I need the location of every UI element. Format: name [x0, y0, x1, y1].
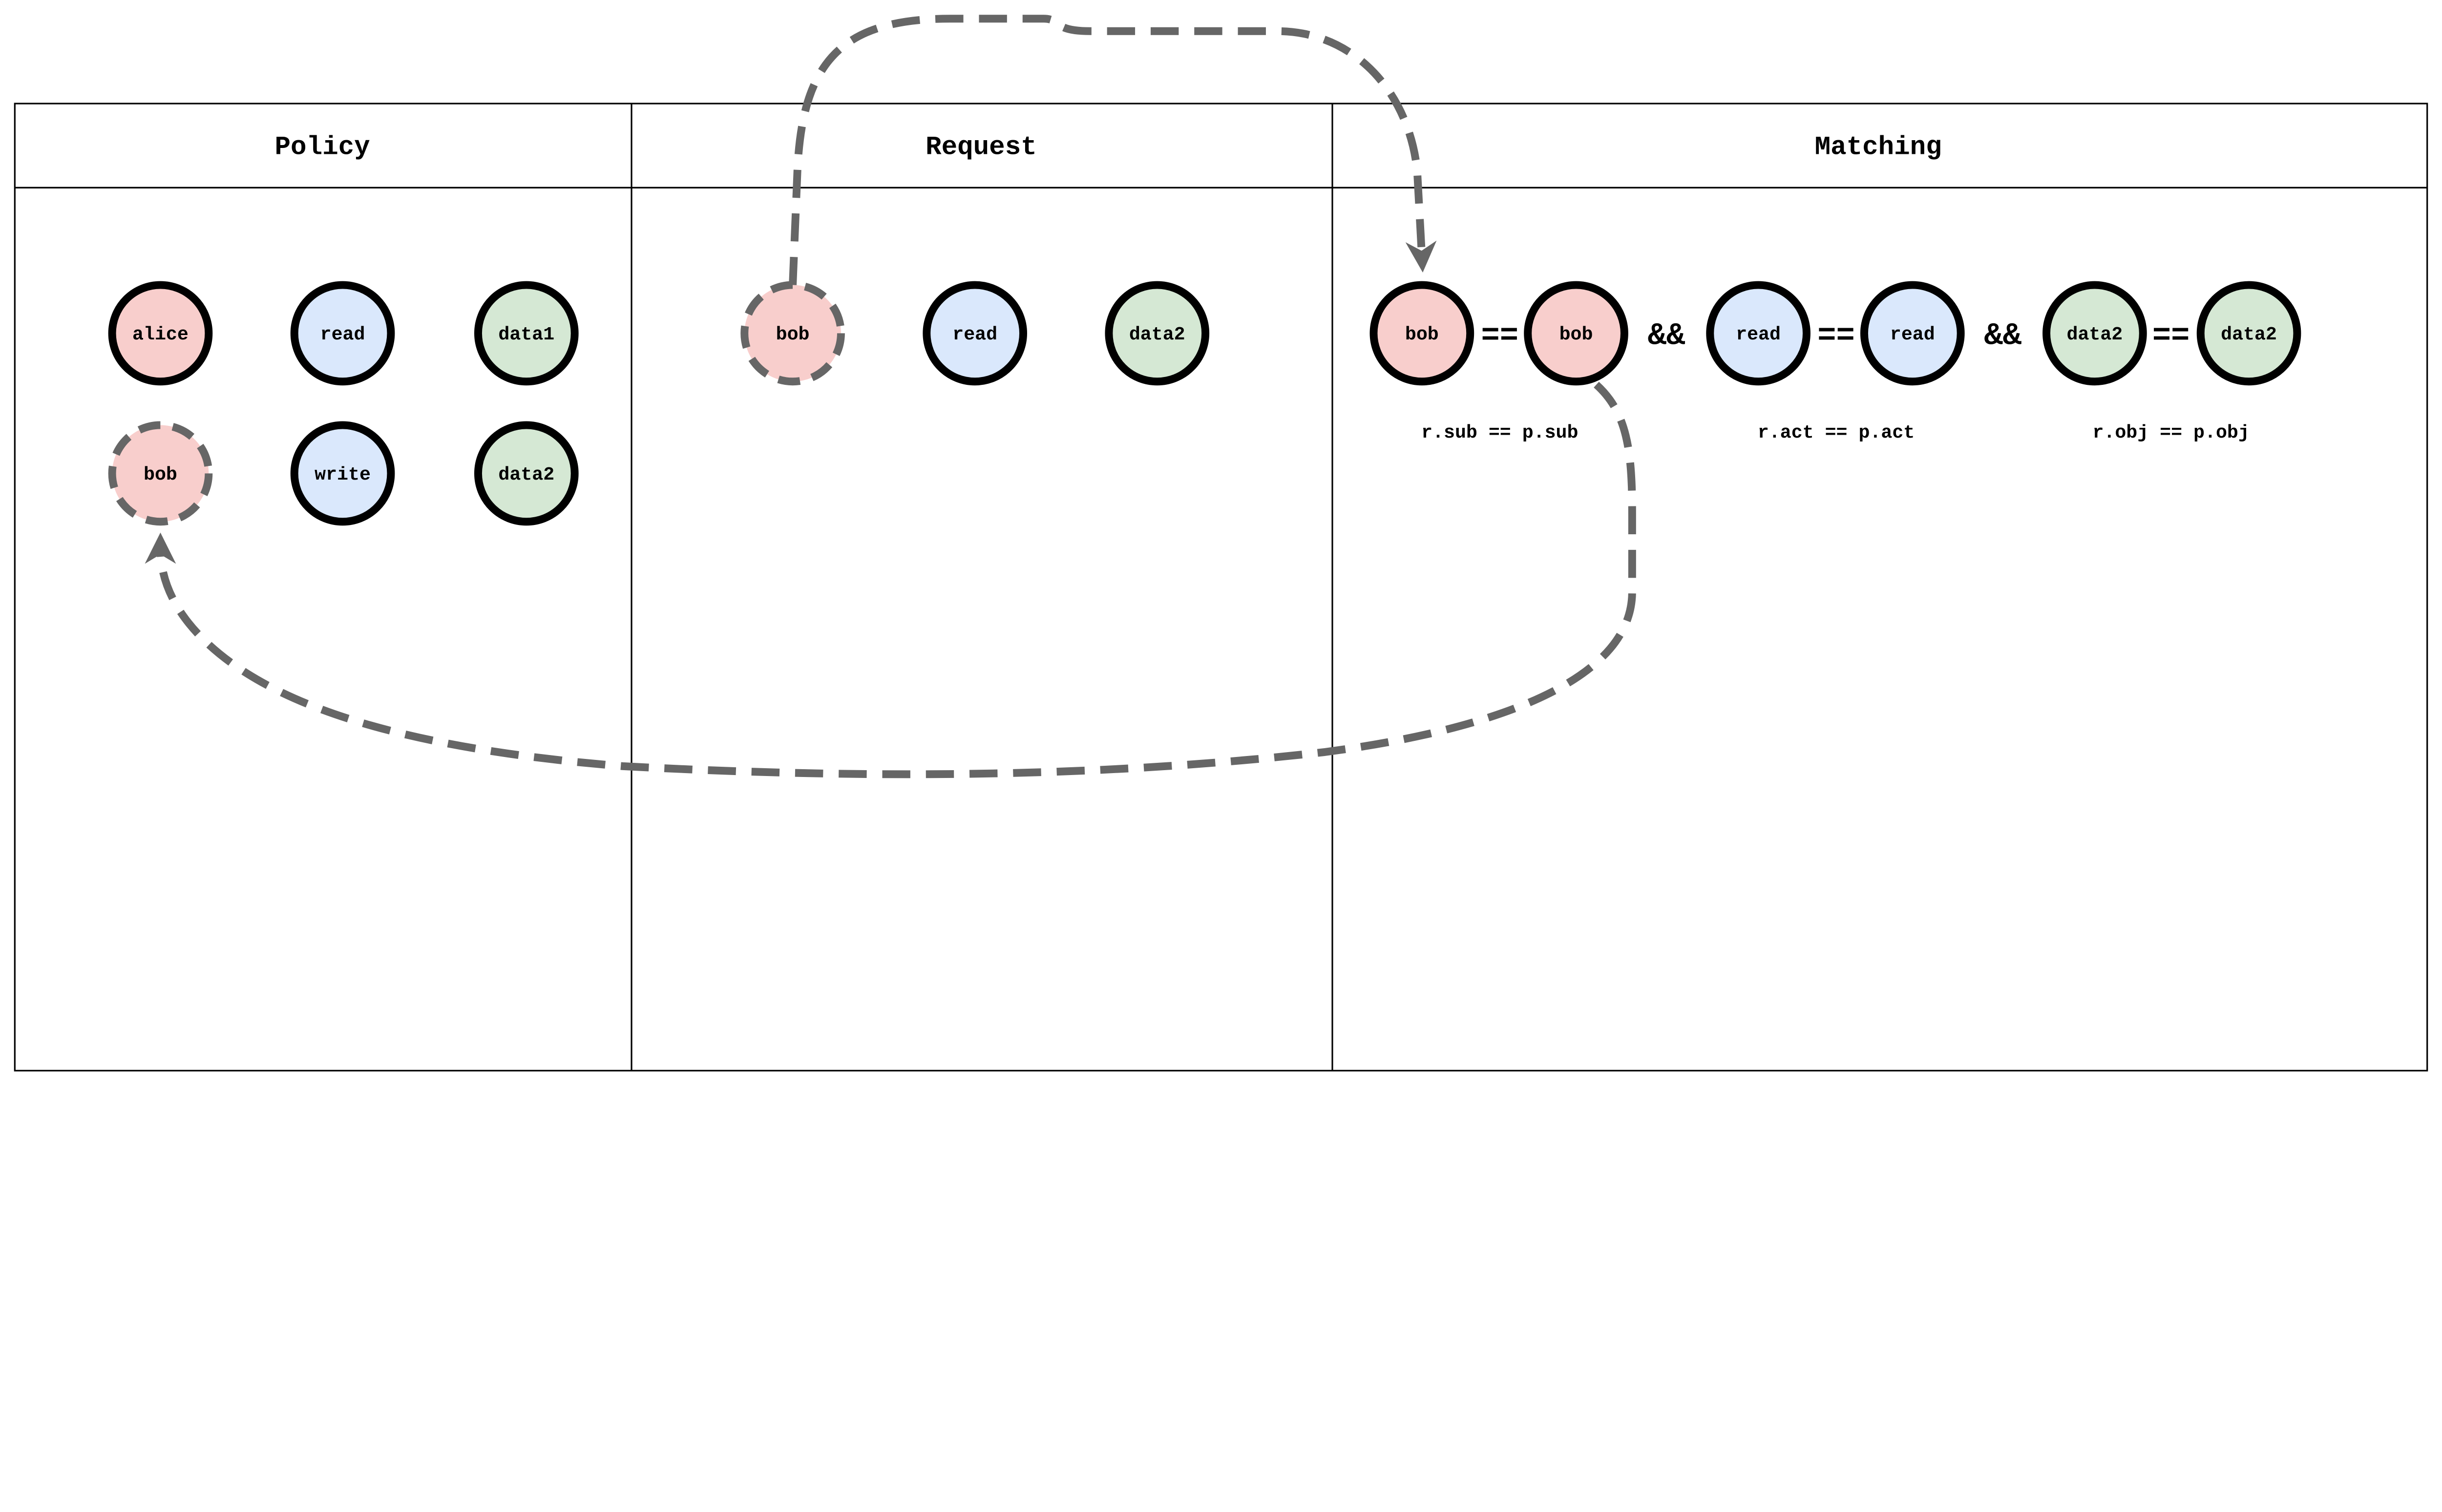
policy-node-alice: alice	[108, 281, 213, 386]
node-circle	[2042, 281, 2147, 386]
node-circle	[1105, 281, 1210, 386]
node-circle	[108, 281, 213, 386]
policy-node-bob: bob	[108, 421, 213, 526]
node-circle	[1524, 281, 1628, 386]
policy-node-data2: data2	[474, 421, 579, 526]
request-node-data2: data2	[1105, 281, 1210, 386]
matcher-expression: r.obj == p.obj	[2092, 422, 2249, 443]
request-node-bob: bob	[740, 281, 845, 386]
policy-node-data1: data1	[474, 281, 579, 386]
policy-node-read: read	[290, 281, 395, 386]
node-label: read	[320, 324, 365, 345]
matching-node-data2: data2	[2196, 281, 2301, 386]
request-node-read: read	[923, 281, 1027, 386]
node-circle	[1369, 281, 1474, 386]
matcher-expression: r.act == p.act	[1758, 422, 1915, 443]
request-to-matching-arrow	[789, 15, 1437, 285]
matching-node-data2: data2	[2042, 281, 2147, 386]
node-label: alice	[132, 324, 189, 345]
node-label: bob	[1405, 324, 1439, 345]
casbin-matching-diagram: Policy Request Matching alice read data1 bo…	[14, 15, 2428, 1071]
node-circle	[474, 421, 579, 526]
matching-node-bob: bob	[1369, 281, 1474, 386]
node-circle	[1706, 281, 1810, 386]
request-title: Request	[926, 133, 1037, 163]
node-circle	[108, 421, 213, 526]
operator-and: &&	[1648, 319, 1685, 354]
node-label: write	[315, 464, 371, 485]
node-circle	[923, 281, 1027, 386]
node-label: bob	[776, 324, 810, 345]
matching-node-bob: bob	[1524, 281, 1628, 386]
node-label: data2	[2221, 324, 2277, 345]
node-label: bob	[1559, 324, 1593, 345]
node-circle	[2196, 281, 2301, 386]
node-label: data1	[498, 324, 554, 345]
policy-title: Policy	[275, 133, 370, 163]
operator-equals: ==	[2152, 319, 2190, 354]
node-label: bob	[144, 464, 177, 485]
node-circle	[1860, 281, 1965, 386]
operator-and: &&	[1984, 319, 2021, 354]
node-label: read	[1890, 324, 1935, 345]
node-circle	[290, 421, 395, 526]
matcher-expression: r.sub == p.sub	[1421, 422, 1578, 443]
node-label: read	[1736, 324, 1781, 345]
node-circle	[474, 281, 579, 386]
node-label: data2	[2067, 324, 2123, 345]
matching-to-policy-arrow	[145, 381, 1636, 778]
node-circle	[290, 281, 395, 386]
policy-node-write: write	[290, 421, 395, 526]
node-label: read	[952, 324, 997, 345]
operator-equals: ==	[1817, 319, 1855, 354]
node-label: data2	[1129, 324, 1185, 345]
node-label: data2	[498, 464, 554, 485]
operator-equals: ==	[1481, 319, 1519, 354]
matching-title: Matching	[1815, 133, 1942, 163]
panel-frame	[14, 103, 2428, 1071]
matching-node-read: read	[1706, 281, 1810, 386]
matching-node-read: read	[1860, 281, 1965, 386]
